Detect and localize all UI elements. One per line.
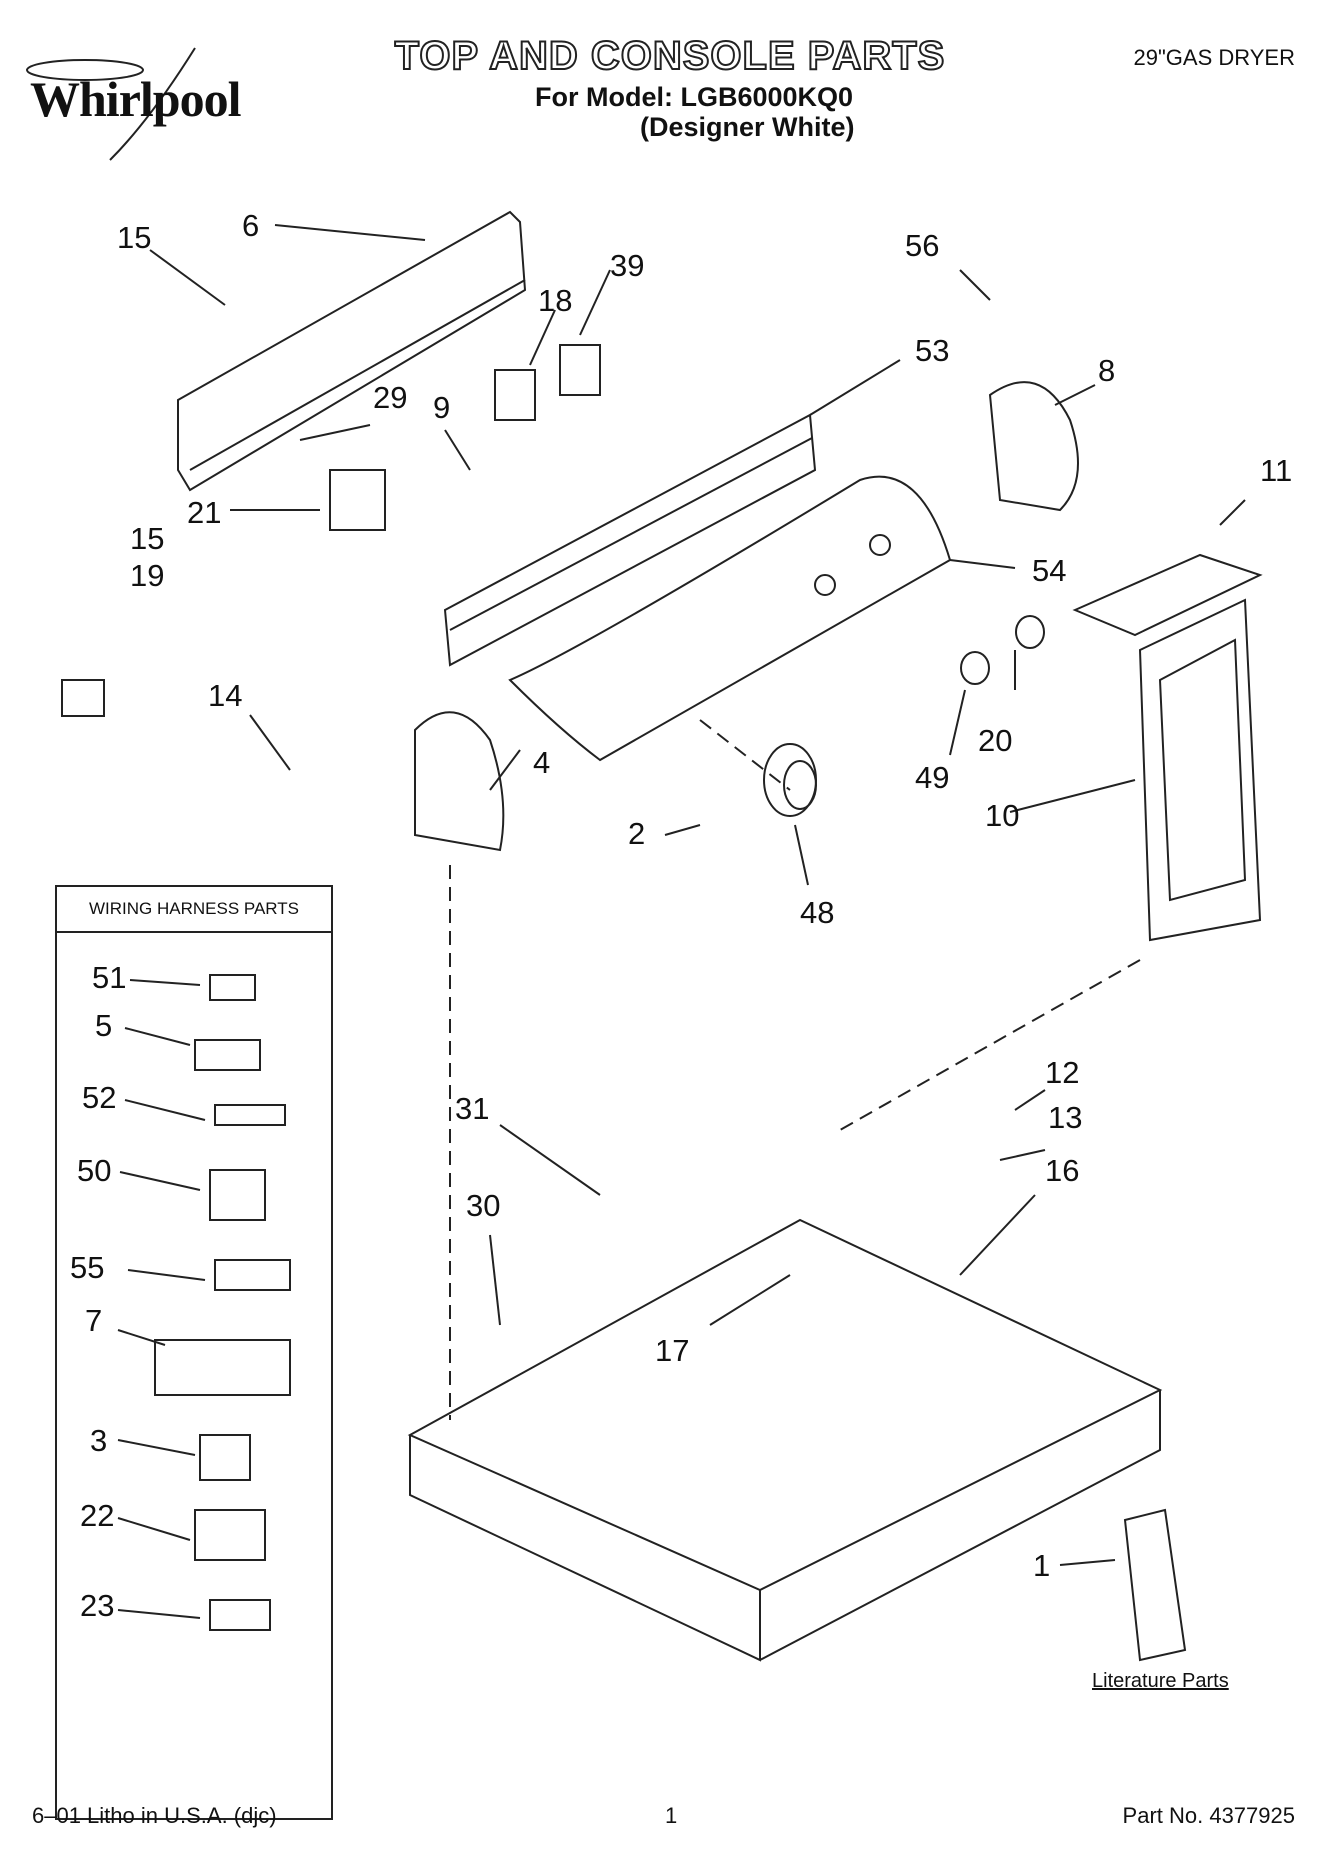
brand-logo: Whirlpool [30,71,241,127]
callout-label: 9 [433,390,451,425]
legend-item-label: 22 [80,1498,115,1533]
literature-booklet [1123,1508,1187,1662]
footer-part-number: Part No. 4377925 [1122,1803,1295,1828]
legend-leaders [117,979,206,1619]
callout-label: 19 [130,558,165,593]
callout-label: 30 [466,1188,501,1223]
callout-label: 8 [1098,353,1116,388]
callout-label: 31 [455,1091,490,1126]
legend-title: WIRING HARNESS PARTS [57,887,331,933]
footer-litho: 6–01 Litho in U.S.A. (djc) [32,1803,277,1828]
callout-label: 17 [655,1333,690,1368]
callout-label: 48 [800,895,835,930]
legend-item-label: 5 [95,1008,113,1043]
console-end-cap-right [988,381,1079,512]
console-end-cap-left [414,711,505,852]
switch-39 [559,344,601,396]
legend-item-label: 50 [77,1153,112,1188]
legend-item-label: 23 [80,1588,115,1623]
lint-filter-cover [1072,553,1263,637]
console-panel [508,475,952,762]
callout-label: 54 [1032,553,1067,588]
callout-label: 4 [533,745,551,780]
control-knob-20 [1015,615,1045,649]
callout-label: 29 [373,380,408,415]
callout-label: 11 [1260,453,1293,488]
callout-label: 1 [1033,1548,1051,1583]
model-variant: (Designer White) [640,112,855,142]
callout-label: 16 [1045,1153,1080,1188]
callout-label: 6 [242,208,260,243]
page-title: TOP AND CONSOLE PARTS [394,33,946,79]
callout-label: 12 [1045,1055,1080,1090]
footer-page-number: 1 [665,1803,678,1828]
literature-label: Literature Parts [1092,1670,1229,1692]
switch-18 [494,369,536,421]
dryer-top [407,1218,1163,1592]
legend-item-label: 51 [92,960,127,995]
legend-item-label: 7 [85,1303,103,1338]
legend-part-shapes [154,974,291,1631]
model-line: For Model: LGB6000KQ0 [535,82,854,112]
callout-label: 21 [187,495,222,530]
callout-label: 20 [978,723,1013,758]
control-panel-rail [443,413,817,667]
wiring-harness-legend [55,885,333,1820]
legend-item-label: 52 [82,1080,117,1115]
callout-label: 14 [208,678,243,713]
alignment-lines [449,719,1141,1420]
whirlpool-logo-swoosh [26,47,196,161]
console-back-panel [177,210,527,492]
timer [329,469,386,531]
callout-label: 39 [610,248,645,283]
legend-item-label: 3 [90,1423,108,1458]
callout-label: 15 [130,521,165,556]
callout-label: 10 [985,798,1020,833]
control-knob-49 [960,651,990,685]
callout-label: 2 [628,816,646,851]
product-type: 29"GAS DRYER [1133,45,1295,70]
control-knob-48 [763,743,817,817]
lint-screen [1138,598,1262,942]
callout-label: 56 [905,228,940,263]
harness-connector-19 [61,679,105,717]
callout-label: 53 [915,333,950,368]
callout-label: 49 [915,760,950,795]
leader-lines [149,224,1246,1566]
legend-item-label: 55 [70,1250,105,1285]
callout-label: 15 [117,220,152,255]
callout-label: 13 [1048,1100,1083,1135]
callout-label: 18 [538,283,573,318]
